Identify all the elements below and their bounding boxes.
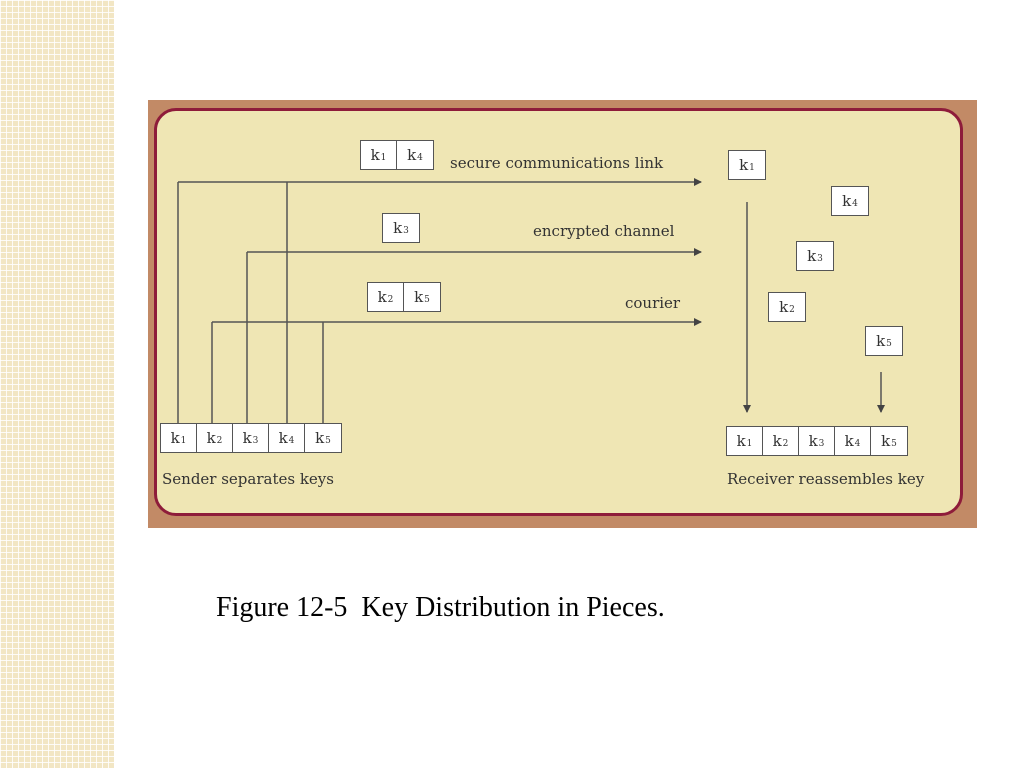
decorative-side-strip <box>0 0 114 768</box>
diagram-lines <box>177 178 885 424</box>
receiver-label: Receiver reassembles key <box>727 470 925 488</box>
figure-caption: Figure 12-5 Key Distribution in Pieces. <box>216 592 665 623</box>
encrypted-channel-label: encrypted channel <box>533 222 675 240</box>
sender-label: Sender separates keys <box>162 470 334 488</box>
courier-label: courier <box>625 294 681 312</box>
secure-link-label: secure communications link <box>450 154 664 172</box>
